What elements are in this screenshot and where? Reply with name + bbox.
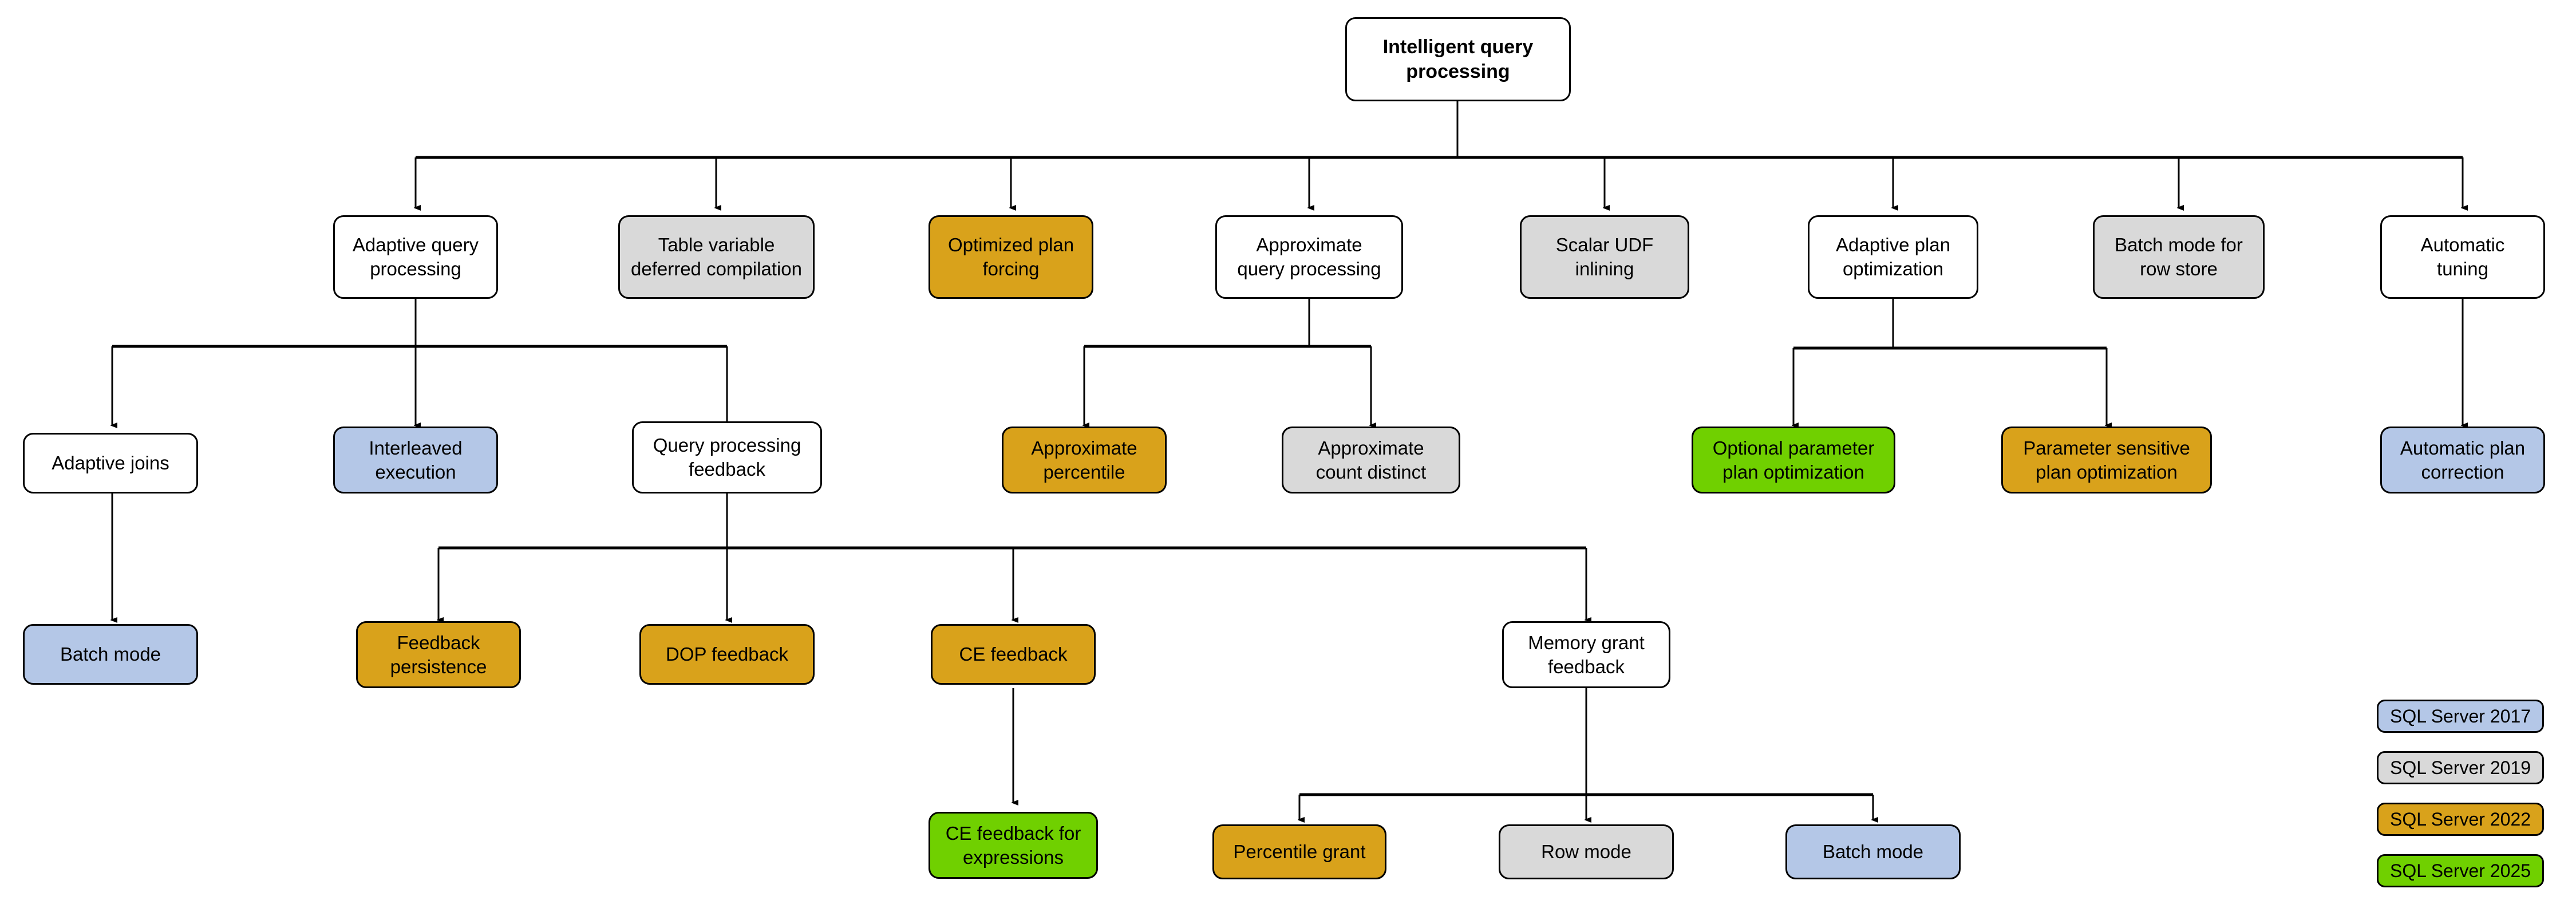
node-query-processing-feedback[interactable]: Query processing feedback	[632, 421, 822, 493]
node-row-mode[interactable]: Row mode	[1499, 824, 1674, 879]
node-batch-mode-memory-grant[interactable]: Batch mode	[1785, 824, 1961, 879]
node-approximate-count-distinct[interactable]: Approximate count distinct	[1282, 427, 1460, 493]
legend-item-sql-server-2017: SQL Server 2017	[2377, 700, 2544, 733]
node-optional-parameter-plan-optimization[interactable]: Optional parameter plan optimization	[1692, 427, 1895, 493]
node-optimized-plan-forcing[interactable]: Optimized plan forcing	[929, 215, 1093, 299]
node-intelligent-query-processing[interactable]: Intelligent query processing	[1345, 17, 1571, 101]
node-ce-feedback-for-expressions[interactable]: CE feedback for expressions	[929, 812, 1098, 879]
node-approximate-query-processing[interactable]: Approximate query processing	[1215, 215, 1403, 299]
node-automatic-tuning[interactable]: Automatic tuning	[2380, 215, 2545, 299]
node-feedback-persistence[interactable]: Feedback persistence	[356, 621, 521, 688]
node-adaptive-joins[interactable]: Adaptive joins	[23, 433, 198, 493]
node-adaptive-plan-optimization[interactable]: Adaptive plan optimization	[1808, 215, 1978, 299]
node-approximate-percentile[interactable]: Approximate percentile	[1002, 427, 1167, 493]
node-parameter-sensitive-plan-optimization[interactable]: Parameter sensitive plan optimization	[2001, 427, 2212, 493]
node-automatic-plan-correction[interactable]: Automatic plan correction	[2380, 427, 2545, 493]
legend-item-sql-server-2019: SQL Server 2019	[2377, 751, 2544, 784]
node-percentile-grant[interactable]: Percentile grant	[1212, 824, 1386, 879]
node-table-variable-deferred-compilation[interactable]: Table variable deferred compilation	[618, 215, 815, 299]
node-dop-feedback[interactable]: DOP feedback	[639, 624, 815, 685]
node-interleaved-execution[interactable]: Interleaved execution	[333, 427, 498, 493]
node-batch-mode-adaptive-joins[interactable]: Batch mode	[23, 624, 198, 685]
node-memory-grant-feedback[interactable]: Memory grant feedback	[1502, 621, 1670, 688]
node-batch-mode-for-row-store[interactable]: Batch mode for row store	[2093, 215, 2265, 299]
legend-item-sql-server-2022: SQL Server 2022	[2377, 803, 2544, 836]
legend-item-sql-server-2025: SQL Server 2025	[2377, 854, 2544, 887]
node-ce-feedback[interactable]: CE feedback	[931, 624, 1096, 685]
node-scalar-udf-inlining[interactable]: Scalar UDF inlining	[1520, 215, 1689, 299]
node-adaptive-query-processing[interactable]: Adaptive query processing	[333, 215, 498, 299]
